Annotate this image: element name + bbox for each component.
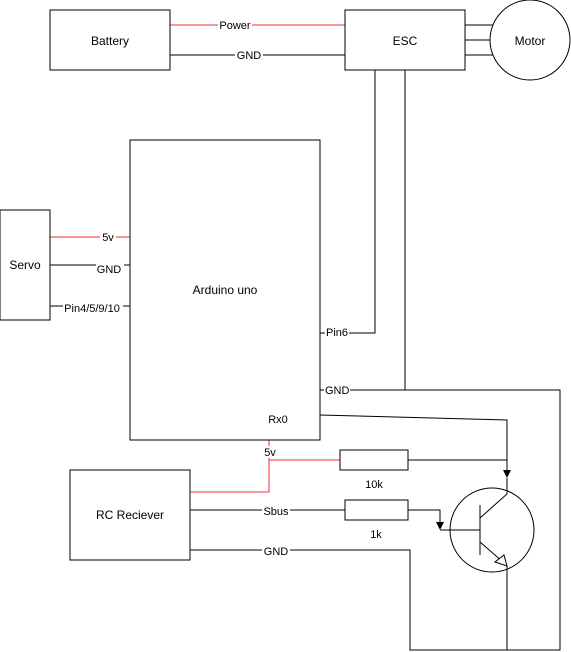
resistor-10k-label: 10k xyxy=(365,479,383,491)
rc-5v-wire xyxy=(190,459,340,493)
rc-gnd-label: GND xyxy=(264,546,289,558)
esc-signal-wire xyxy=(320,70,376,334)
resistor-1k-label: 1k xyxy=(370,529,382,541)
battery-label: Battery xyxy=(91,34,129,48)
servo-label: Servo xyxy=(9,258,41,272)
rc-5v-label: 5v xyxy=(264,447,276,459)
power-label: Power xyxy=(219,20,251,32)
esc-label: ESC xyxy=(393,34,418,48)
arduino-label: Arduino uno xyxy=(193,283,258,297)
npn-transistor-icon xyxy=(440,478,535,573)
motor-label: Motor xyxy=(515,34,546,48)
sbus-label: Sbus xyxy=(263,506,289,518)
esc-block xyxy=(344,9,466,71)
battery-block xyxy=(49,9,171,71)
base-arrow xyxy=(436,522,444,530)
resistor-1k-icon xyxy=(344,499,409,521)
rx0-arrow xyxy=(503,470,511,478)
servo-gnd-label: GND xyxy=(97,264,122,276)
rc-receiver-label: RC Reciever xyxy=(96,508,164,522)
pin6-label: Pin6 xyxy=(326,327,348,339)
arduino-block xyxy=(129,139,321,441)
servo-block xyxy=(0,209,51,321)
servo-pin-label: Pin4/5/9/10 xyxy=(64,303,120,315)
rc-gnd-wire xyxy=(190,549,508,651)
arduino-gnd-label: GND xyxy=(325,385,350,397)
battery-gnd-label: GND xyxy=(237,50,262,62)
base-wire xyxy=(408,509,441,528)
rx0-wire xyxy=(319,414,508,476)
motor-block xyxy=(489,0,571,81)
servo-5v-label: 5v xyxy=(102,232,114,244)
rx0-label: Rx0 xyxy=(268,414,288,426)
arduino-gnd-wire xyxy=(320,389,561,651)
resistor-10k-icon xyxy=(339,449,409,471)
rc-receiver-block xyxy=(69,469,191,561)
